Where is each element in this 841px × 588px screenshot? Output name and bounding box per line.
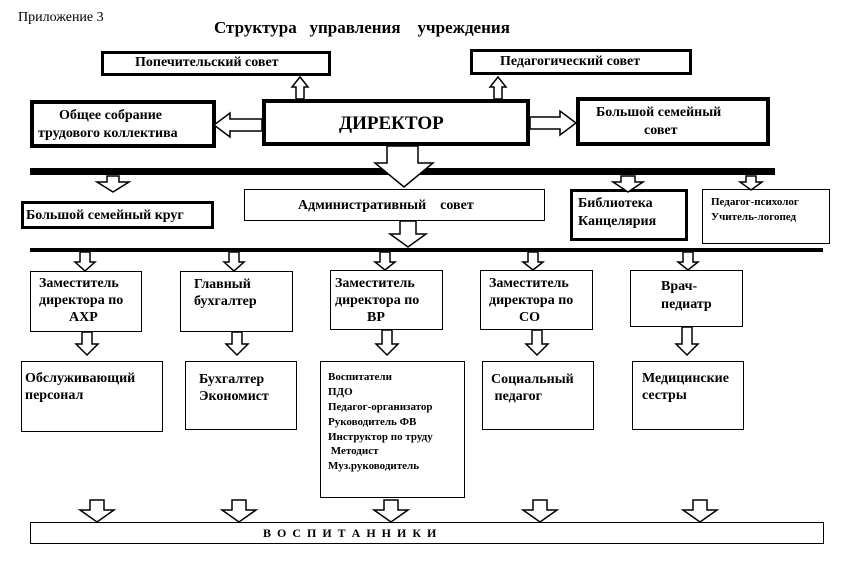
- arrow-down-deputy-vr: [372, 251, 398, 271]
- general-meeting-label-2: трудового коллектива: [38, 126, 178, 141]
- deputy-so-label-3: СО: [519, 310, 540, 325]
- deputy-so-label-1: Заместитель: [489, 276, 569, 291]
- arrow-down-pediatrician: [675, 251, 701, 271]
- arrow-down-deputy-axr: [73, 251, 97, 273]
- service-staff-label-2: персонал: [25, 388, 84, 403]
- pediatrician-box: Врач- педиатр: [630, 270, 743, 327]
- family-council-label-2: совет: [644, 123, 678, 138]
- educators-item-7: Муз.руководитель: [328, 460, 420, 472]
- arrow-down-director: [372, 145, 436, 188]
- psychologist-box: Педагог-психолог Учитель-логопед: [702, 189, 830, 244]
- library-label-1: Библиотека: [578, 196, 653, 211]
- arrow-up-pedagogical: [488, 75, 508, 100]
- psychologist-label-1: Педагог-психолог: [711, 196, 799, 208]
- deputy-so-box: Заместитель директора по СО: [480, 270, 593, 330]
- deputy-vr-label-1: Заместитель: [335, 276, 415, 291]
- deputy-so-label-2: директора по: [489, 293, 574, 308]
- deputy-vr-label-3: ВР: [367, 310, 385, 325]
- deputy-axr-label-1: Заместитель: [39, 276, 119, 291]
- chief-accountant-label-2: бухгалтер: [194, 294, 257, 309]
- appendix-label: Приложение 3: [18, 10, 104, 25]
- chief-accountant-label-1: Главный: [194, 277, 251, 292]
- accountant-economist-box: Бухгалтер Экономист: [185, 361, 297, 430]
- director-box: ДИРЕКТОР: [262, 99, 530, 146]
- service-staff-box: Обслуживающий персонал: [21, 361, 163, 432]
- board-of-trustees-box: Попечительский совет: [101, 51, 331, 76]
- deputy-vr-label-2: директора по: [335, 293, 420, 308]
- arrow-down-library: [610, 175, 646, 193]
- deputy-axr-label-2: директора по: [39, 293, 124, 308]
- arrow-down-social: [524, 329, 550, 357]
- social-pedagogue-label-2: педагог: [491, 389, 543, 404]
- pediatrician-label-1: Врач-: [661, 279, 698, 294]
- educators-item-3: Педагог-организатор: [328, 401, 433, 413]
- divider-bar-middle: [30, 248, 823, 252]
- social-pedagogue-label-1: Социальный: [491, 372, 574, 387]
- pedagogical-council-label: Педагогический совет: [500, 54, 641, 69]
- chief-accountant-box: Главный бухгалтер: [180, 271, 293, 332]
- board-of-trustees-label: Попечительский совет: [135, 55, 279, 70]
- arrow-left-general-meeting: [212, 111, 263, 139]
- educators-item-4: Руководитель ФВ: [328, 416, 417, 428]
- pupils-label: В О С П И Т А Н Н И К И: [263, 526, 437, 540]
- arrow-down-nurses: [674, 326, 700, 357]
- family-council-label-1: Большой семейный: [596, 105, 722, 120]
- nurses-label-2: сестры: [642, 388, 687, 403]
- economist-label: Экономист: [199, 389, 269, 404]
- deputy-vr-box: Заместитель директора по ВР: [330, 270, 443, 330]
- nurses-box: Медицинские сестры: [632, 361, 744, 430]
- admin-council-box: Административный совет: [244, 189, 545, 221]
- pupils-box: В О С П И Т А Н Н И К И: [30, 522, 824, 544]
- arrow-down-psychologist: [737, 175, 765, 191]
- educators-item-2: ПДО: [328, 386, 353, 398]
- library-label-2: Канцелярия: [578, 214, 657, 229]
- arrow-down-accounting-staff: [224, 331, 250, 357]
- arrow-down-deputy-so: [520, 251, 546, 271]
- diagram-title: Структура управления учреждения: [214, 18, 510, 37]
- arrow-down-pupils-5: [680, 499, 720, 523]
- arrow-down-pupils-3: [371, 499, 411, 523]
- accountant-label: Бухгалтер: [199, 372, 265, 387]
- family-circle-label: Большой семейный круг: [26, 208, 184, 223]
- educators-item-6: Методист: [328, 445, 379, 457]
- arrow-down-admin-council: [387, 220, 429, 248]
- director-label: ДИРЕКТОР: [339, 113, 444, 134]
- educators-item-1: Воспитатели: [328, 371, 392, 383]
- family-circle-box: Большой семейный круг: [21, 201, 214, 229]
- arrow-right-family-council: [529, 109, 578, 137]
- arrow-down-family-circle: [94, 175, 132, 193]
- arrow-down-pupils-4: [520, 499, 560, 523]
- deputy-axr-label-3: АХР: [69, 310, 98, 325]
- nurses-label-1: Медицинские: [642, 371, 729, 386]
- psychologist-label-2: Учитель-логопед: [711, 211, 797, 223]
- arrow-down-pupils-2: [219, 499, 259, 523]
- deputy-axr-box: Заместитель директора по АХР: [30, 271, 142, 332]
- arrow-down-pupils-1: [77, 499, 117, 523]
- arrow-down-educators: [374, 329, 400, 357]
- family-council-box: Большой семейный совет: [576, 97, 770, 146]
- arrow-up-trustees: [290, 75, 310, 100]
- educators-box: Воспитатели ПДО Педагог-организатор Руко…: [320, 361, 465, 498]
- general-meeting-box: Общее собрание трудового коллектива: [30, 100, 216, 148]
- service-staff-label-1: Обслуживающий: [25, 371, 136, 386]
- educators-item-5: Инструктор по труду: [328, 431, 433, 443]
- social-pedagogue-box: Социальный педагог: [482, 361, 594, 430]
- admin-council-label: Административный совет: [298, 198, 474, 213]
- pedagogical-council-box: Педагогический совет: [470, 49, 692, 75]
- general-meeting-label-1: Общее собрание: [59, 108, 162, 123]
- arrow-down-accountant: [222, 251, 246, 273]
- pediatrician-label-2: педиатр: [661, 297, 712, 312]
- arrow-down-service-staff: [74, 331, 100, 357]
